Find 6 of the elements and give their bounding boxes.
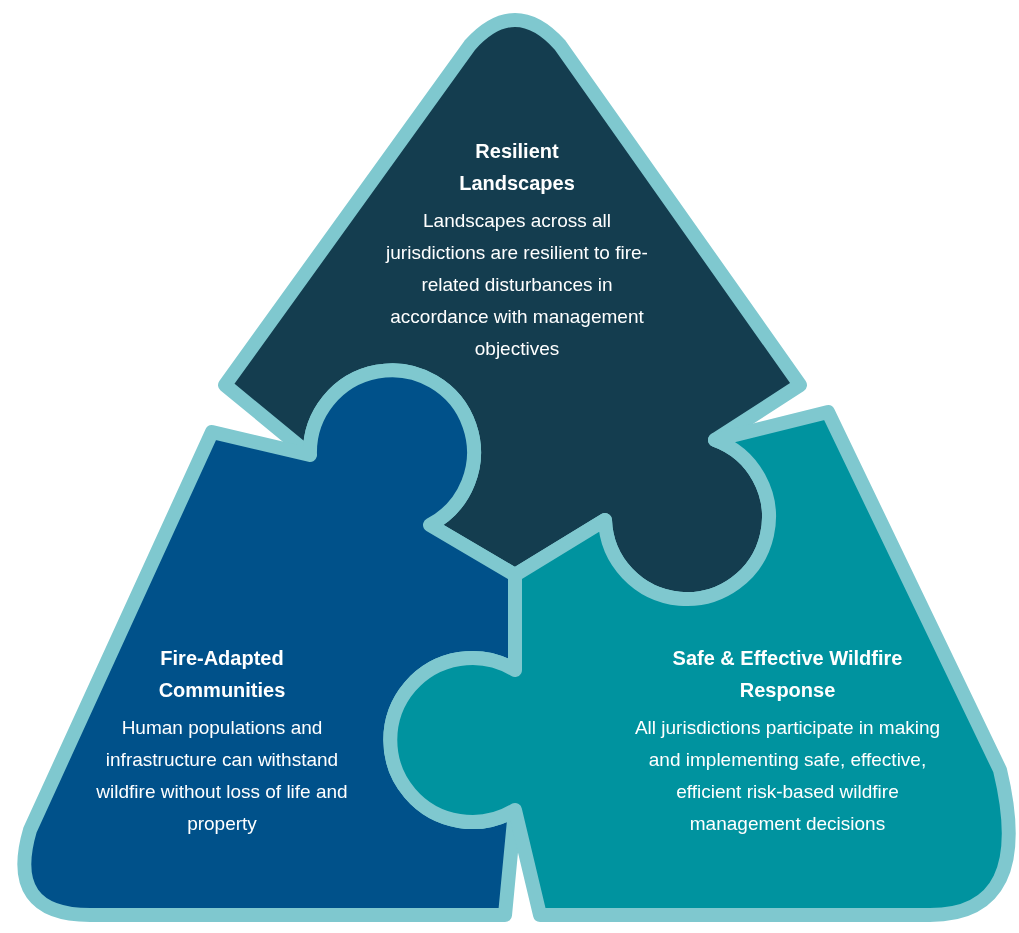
piece-description: All jurisdictions participate in making and implementing safe, effective, efficient risk-based wildfire management decisions xyxy=(633,716,942,836)
piece-heading: Fire-Adapted Communities xyxy=(157,646,287,703)
piece-description: Human populations and infrastructure can withstand wildfire without loss of life and property xyxy=(95,716,349,836)
piece-description: Landscapes across all jurisdictions are resilient to fire-related disturbances in accordance with management objectives xyxy=(384,209,649,361)
piece-heading: Safe & Effective Wildfire Response xyxy=(671,646,904,703)
piece-heading: Resilient Landscapes xyxy=(458,139,576,196)
